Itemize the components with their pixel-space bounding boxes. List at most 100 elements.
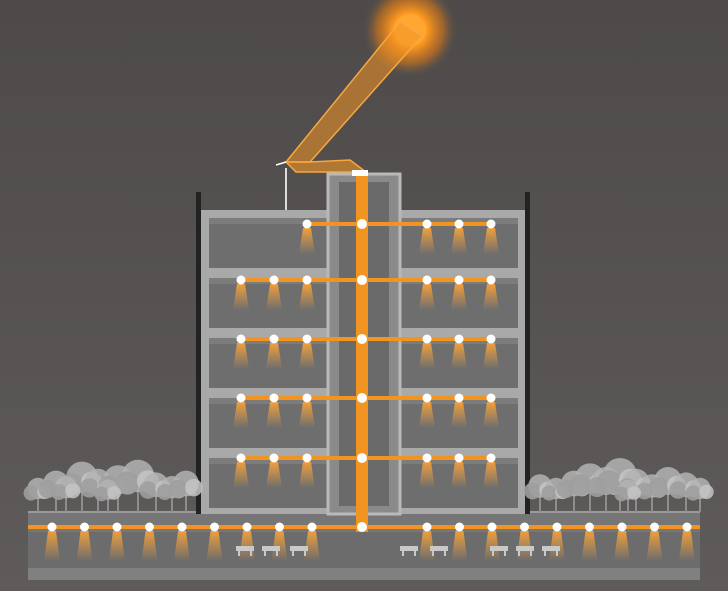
lamp-left-floor-4-3 (302, 393, 312, 403)
bench-leg (238, 551, 240, 556)
tree-canopy (115, 471, 140, 495)
tree-trunk (699, 494, 701, 512)
street-lamp-left-7 (242, 522, 252, 532)
lamp-right-floor-1-2-glow (451, 228, 467, 254)
lamp-right-floor-5-1 (422, 453, 432, 463)
lamp-shaft-floor-1 (357, 219, 367, 229)
bench-leg (276, 551, 278, 556)
tree-trunk (37, 494, 39, 512)
lamp-right-floor-5-2-glow (451, 462, 467, 488)
ceiling-left (209, 398, 327, 404)
bench-leg (264, 551, 266, 556)
tree-trunk (155, 492, 157, 512)
street-lamp-left-1-glow (44, 531, 60, 561)
lamp-left-floor-4-2-glow (266, 402, 282, 428)
lamp-left-floor-3-2 (269, 334, 279, 344)
street-lamp-right-9 (682, 522, 692, 532)
street-lamp-left-3 (112, 522, 122, 532)
lamp-left-floor-5-1-glow (233, 462, 249, 488)
tree-canopy (94, 486, 109, 502)
lamp-right-floor-1-3 (486, 219, 496, 229)
lamp-left-floor-3-3-glow (299, 343, 315, 369)
street-lamp-left-3-glow (109, 531, 125, 561)
tree-canopy (524, 482, 541, 500)
light-pipe-left-floor-5 (241, 456, 356, 460)
lamp-right-floor-3-2-glow (451, 343, 467, 369)
street-lamp-right-4 (520, 522, 529, 532)
lamp-left-floor-2-1 (236, 275, 246, 285)
tree-trunk (137, 485, 139, 512)
street-lamp-left-6-glow (206, 531, 223, 561)
lamp-left-floor-4-1 (236, 393, 246, 403)
bench-leg (518, 551, 520, 556)
lamp-right-floor-5-2 (454, 453, 464, 463)
bench-leg (292, 551, 294, 556)
lamp-shaft-floor-3 (357, 334, 367, 344)
lamp-left-floor-2-2 (269, 275, 279, 285)
light-pipe-left-floor-1 (307, 222, 356, 226)
tree-canopy (50, 484, 67, 500)
lamp-left-floor-5-1 (236, 453, 246, 463)
lamp-right-floor-3-2 (454, 334, 464, 344)
lamp-right-floor-2-3-glow (483, 284, 499, 310)
lamp-left-floor-4-2 (269, 393, 279, 403)
tree-canopy (79, 478, 99, 498)
sunlight-beam (275, 21, 424, 212)
tree-canopy (627, 486, 641, 500)
bench-8 (542, 546, 560, 551)
bench-leg (544, 551, 546, 556)
lamp-right-floor-1-1-glow (419, 228, 435, 254)
lamp-shaft-floor-2 (357, 275, 367, 285)
tree-canopy (185, 478, 203, 497)
tree-trunk (573, 491, 575, 512)
tree-trunk (555, 494, 557, 512)
tree-canopy (569, 474, 592, 496)
bench-leg (402, 551, 404, 556)
tree-left-10 (94, 479, 121, 512)
bench-leg (530, 551, 532, 556)
lamp-right-floor-4-2 (454, 393, 464, 403)
lamp-array (44, 219, 695, 561)
street-lamp-left-2 (80, 522, 89, 532)
lamp-shaft-floor-4 (357, 393, 367, 403)
bench-leg (414, 551, 416, 556)
tree-canopy (23, 485, 39, 501)
street-lamp-left-2-glow (76, 531, 93, 561)
tree-left-11 (50, 476, 81, 512)
street-lamp-right-5 (552, 522, 562, 532)
street-lamp-right-8 (650, 522, 659, 532)
tree-trunk (185, 491, 187, 512)
street-lamp-right-2-glow (451, 531, 468, 561)
tree-trunk (685, 492, 687, 512)
tree-trunk (605, 489, 607, 512)
bench-5 (430, 546, 448, 551)
lamp-left-floor-2-3-glow (299, 284, 315, 310)
tree-right-12 (614, 479, 641, 512)
light-pipe-left-floor-2 (241, 278, 356, 282)
street-lamp-right-1-glow (419, 531, 435, 561)
ceiling-left (209, 218, 327, 224)
lamp-right-floor-2-1-glow (419, 284, 435, 310)
light-pipe-vertical (356, 174, 368, 532)
bench-leg (504, 551, 506, 556)
street-lamp-left-6 (210, 522, 219, 532)
lamp-right-floor-4-1-glow (419, 402, 435, 428)
tree-trunk (589, 487, 591, 512)
lamp-left-floor-5-2 (269, 453, 279, 463)
bench-6 (490, 546, 508, 551)
lamp-left-floor-3-2-glow (266, 343, 282, 369)
lamp-right-floor-4-1 (422, 393, 432, 403)
lamp-right-floor-5-3-glow (483, 462, 499, 488)
lamp-left-floor-2-2-glow (266, 284, 282, 310)
tree-canopy (669, 481, 687, 499)
lamp-right-floor-5-3 (486, 453, 496, 463)
street-lamp-right-8-glow (646, 531, 663, 561)
tree-left-9 (168, 470, 203, 512)
lamp-left-floor-5-3-glow (299, 462, 315, 488)
lamp-left-floor-3-1 (236, 334, 246, 344)
tree-trunk (627, 495, 629, 512)
tree-trunk (55, 491, 57, 512)
street-lamp-left-9-glow (304, 531, 320, 561)
